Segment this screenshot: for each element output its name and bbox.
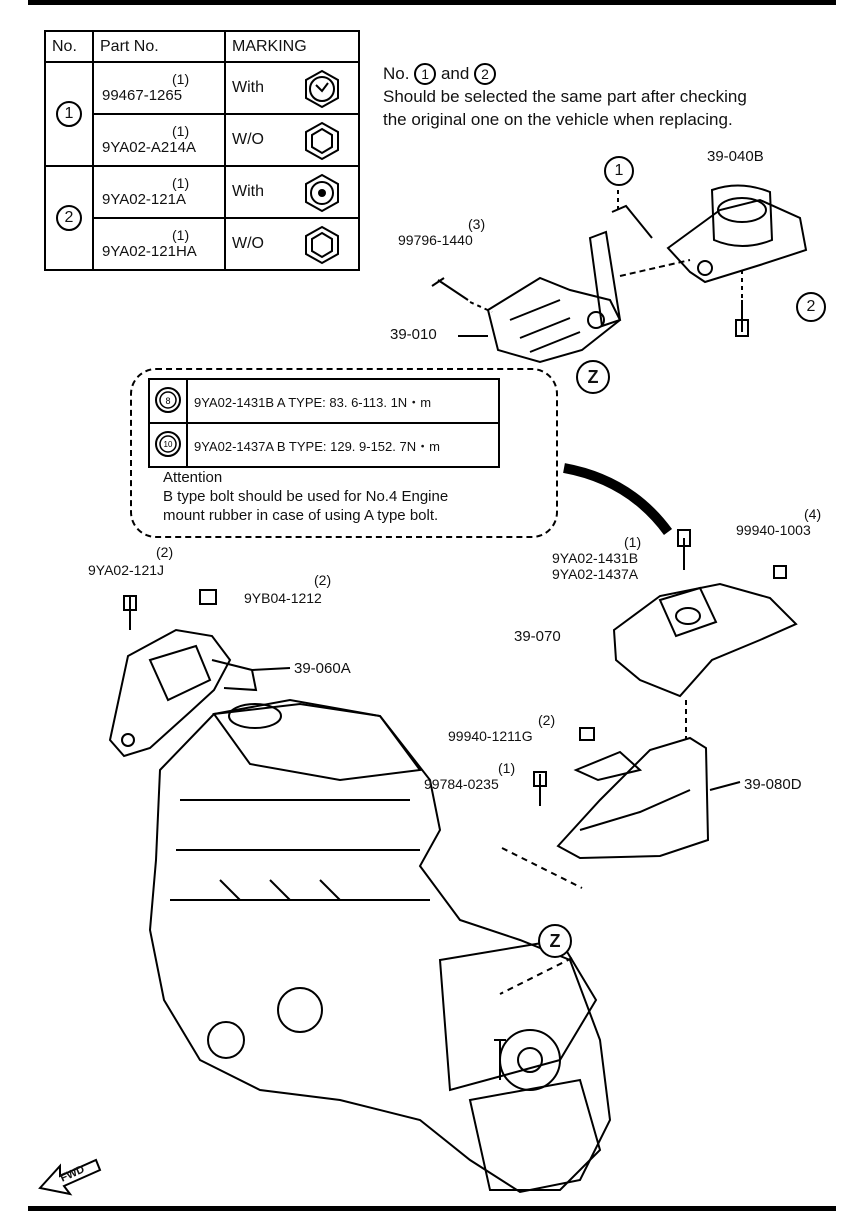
group-no: 1 bbox=[44, 61, 94, 167]
qty-99940-1211G: (2) bbox=[538, 712, 556, 728]
label-99784-0235: 99784-0235 bbox=[424, 776, 499, 792]
qty-9YA02-121J: (2) bbox=[156, 544, 174, 560]
nut-icon bbox=[579, 727, 595, 741]
marked-hex-bolt-icon bbox=[305, 173, 339, 213]
marking-cell: W/O bbox=[224, 217, 360, 271]
bolt-icon bbox=[431, 277, 469, 301]
selection-note: No. 1 and 2 Should be selected the same … bbox=[383, 63, 747, 129]
table-row: 8 9YA02-1431B A TYPE: 83. 6-113. 1N・m bbox=[148, 378, 500, 424]
marked-hex-bolt-icon bbox=[305, 69, 339, 109]
bracket-39-080D bbox=[556, 736, 710, 860]
qty-99940-1003: (4) bbox=[804, 506, 822, 522]
bolt-icon bbox=[533, 771, 547, 806]
svg-text:8: 8 bbox=[165, 396, 170, 406]
callout-2: 2 bbox=[796, 292, 826, 322]
header-marking: MARKING bbox=[224, 30, 360, 63]
header-part-no: Part No. bbox=[92, 30, 226, 63]
label-39-040B: 39-040B bbox=[707, 148, 764, 165]
table-row: (1)9YA02-A214A W/O bbox=[45, 113, 360, 167]
part-cell: (1)9YA02-A214A bbox=[92, 113, 226, 167]
header-no: No. bbox=[44, 30, 94, 63]
part-cell: (1)99467-1265 bbox=[92, 61, 226, 115]
table-row: 1 (1)99467-1265 With bbox=[44, 61, 360, 167]
zoom-marker-z-bottom: Z bbox=[538, 924, 572, 958]
bolt-spec-table: 8 9YA02-1431B A TYPE: 83. 6-113. 1N・m 10… bbox=[148, 378, 500, 468]
label-99940-1211G: 99940-1211G bbox=[448, 728, 533, 744]
bolt-spec-a: 9YA02-1431B A TYPE: 83. 6-113. 1N・m bbox=[186, 378, 500, 424]
label-99796-1440: 99796-1440 bbox=[398, 232, 473, 248]
table-row: 2 (1)9YA02-121A With bbox=[44, 165, 360, 271]
marking-cell: W/O bbox=[224, 113, 360, 167]
label-9YA02-1431B: 9YA02-1431B bbox=[552, 550, 639, 566]
qty-99796-1440: (3) bbox=[468, 216, 486, 232]
part-cell: (1)9YA02-121HA bbox=[92, 217, 226, 271]
nut-icon bbox=[199, 589, 217, 605]
mount-39-060A bbox=[108, 628, 258, 758]
table-row: 10 9YA02-1437A B TYPE: 129. 9-152. 7N・m bbox=[148, 422, 500, 468]
parts-table: No. Part No. MARKING 1 (1)99467-1265 Wit… bbox=[44, 30, 360, 271]
plain-hex-bolt-icon bbox=[305, 121, 339, 161]
svg-text:10: 10 bbox=[164, 440, 173, 449]
zoom-marker-z-top: Z bbox=[576, 360, 610, 394]
label-9YA02-1437A: 9YA02-1437A bbox=[552, 566, 639, 582]
bolt-mark-10-icon: 10 bbox=[155, 430, 181, 457]
nut-icon bbox=[773, 565, 787, 579]
label-39-070: 39-070 bbox=[514, 628, 561, 645]
label-39-060A: 39-060A bbox=[294, 660, 351, 677]
marking-cell: With bbox=[224, 61, 360, 115]
mount-39-070 bbox=[612, 582, 798, 698]
part-cell: (1)9YA02-121A bbox=[92, 165, 226, 219]
bolt-mark-8-icon: 8 bbox=[155, 386, 181, 413]
mount-39-040B bbox=[666, 184, 808, 284]
label-9YB04-1212: 9YB04-1212 bbox=[244, 590, 322, 606]
label-99940-1003: 99940-1003 bbox=[736, 522, 811, 538]
group-no: 2 bbox=[44, 165, 94, 271]
label-9YA02-121J: 9YA02-121J bbox=[88, 562, 165, 578]
bolt-spec-b: 9YA02-1437A B TYPE: 129. 9-152. 7N・m bbox=[186, 422, 500, 468]
bolt-icon bbox=[611, 204, 653, 239]
label-39-080D: 39-080D bbox=[744, 776, 802, 793]
plain-hex-bolt-icon bbox=[305, 225, 339, 265]
qty-99784-0235: (1) bbox=[498, 760, 516, 776]
attention-box bbox=[130, 368, 558, 538]
qty-9YA02-1431B: (1) bbox=[624, 534, 642, 550]
bolt-icon bbox=[735, 300, 749, 337]
fwd-arrow-icon bbox=[38, 1158, 102, 1196]
attention-text: Attention B type bolt should be used for… bbox=[163, 469, 449, 524]
qty-9YB04-1212: (2) bbox=[314, 572, 332, 588]
table-row: (1)9YA02-121HA W/O bbox=[45, 217, 360, 271]
bracket-39-010 bbox=[486, 230, 622, 364]
bolt-icon bbox=[123, 595, 137, 630]
bolt-icon bbox=[677, 529, 691, 570]
callout-1: 1 bbox=[604, 156, 634, 186]
label-39-010: 39-010 bbox=[390, 326, 437, 343]
bottom-rule bbox=[28, 1206, 836, 1211]
top-rule bbox=[28, 0, 836, 5]
marking-cell: With bbox=[224, 165, 360, 219]
